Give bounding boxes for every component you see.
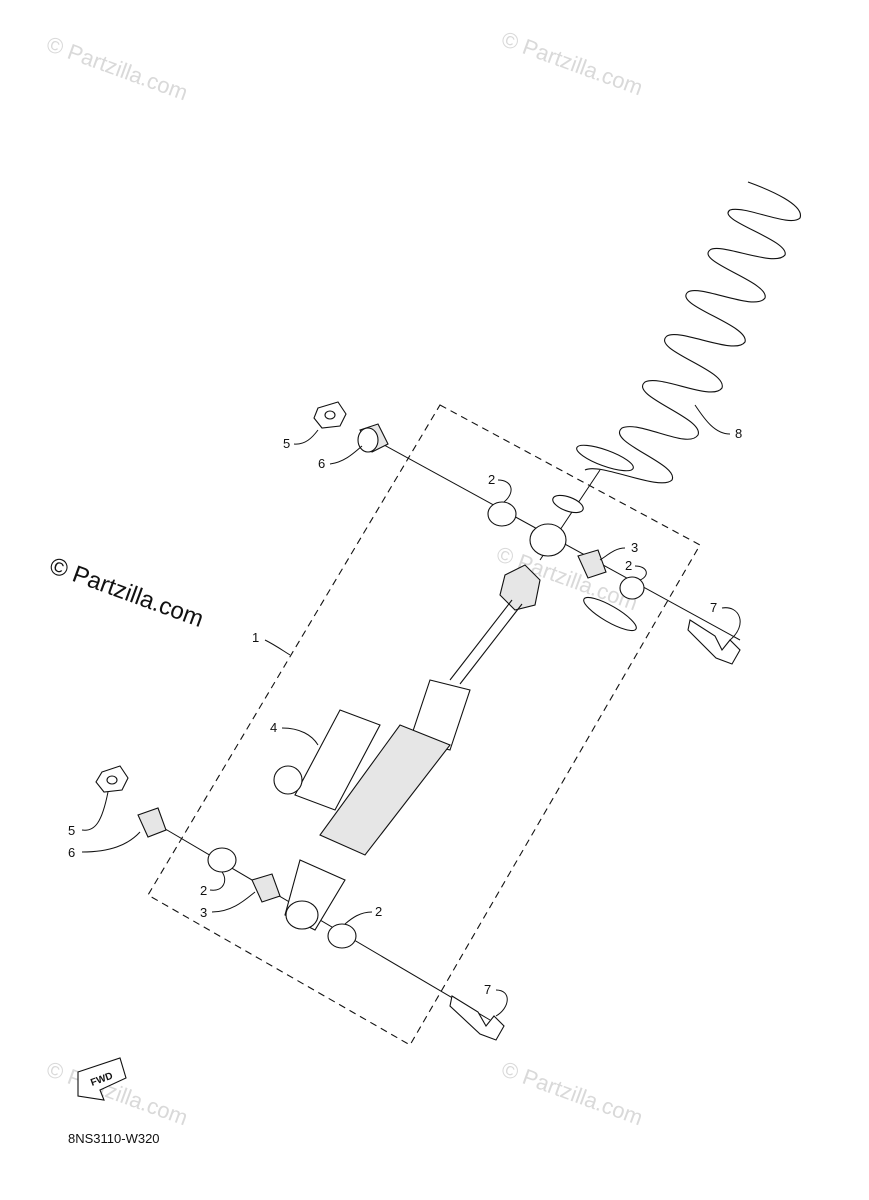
callout-3-lower: 3 bbox=[200, 905, 207, 920]
leader-3a bbox=[599, 547, 626, 561]
spring bbox=[576, 181, 801, 484]
leader-2b bbox=[634, 565, 647, 581]
callout-4: 4 bbox=[270, 720, 277, 735]
leader-1 bbox=[264, 639, 291, 656]
reservoir-cap bbox=[273, 765, 303, 795]
callout-6-upper: 6 bbox=[318, 456, 325, 471]
upper-hardware bbox=[313, 401, 741, 665]
seat-upper-right bbox=[583, 596, 637, 632]
bushing-upper-right bbox=[619, 576, 645, 600]
collar-upper-right bbox=[577, 549, 607, 579]
lower-hardware bbox=[95, 765, 505, 1041]
callout-2-lower-right: 2 bbox=[375, 904, 382, 919]
shaft-right bbox=[459, 603, 523, 685]
leader-2a bbox=[497, 479, 512, 503]
callout-1: 1 bbox=[252, 630, 259, 645]
watermark-bottom-right: © Partzilla.com bbox=[498, 1056, 646, 1130]
callouts: 5 6 2 8 3 2 7 1 4 5 6 2 3 2 7 bbox=[68, 426, 742, 997]
callout-2-lower-left: 2 bbox=[200, 883, 207, 898]
bushing-upper-left bbox=[487, 501, 517, 527]
leader-2d bbox=[344, 911, 373, 925]
collar-lower-mid bbox=[251, 873, 281, 903]
bushing-lower-left bbox=[207, 847, 237, 873]
fwd-arrow-shape bbox=[77, 1057, 127, 1101]
eye-upper bbox=[529, 523, 567, 557]
nut-upper-hole bbox=[324, 410, 336, 420]
bolt-lower bbox=[449, 995, 505, 1041]
leader-5b bbox=[81, 791, 109, 831]
collar-lower bbox=[137, 807, 167, 838]
assembly-boundary bbox=[147, 404, 701, 1046]
leader-8 bbox=[694, 404, 731, 435]
callout-2-upper-right: 2 bbox=[625, 558, 632, 573]
shaft-left bbox=[449, 599, 513, 681]
callout-2-upper: 2 bbox=[488, 472, 495, 487]
leaders bbox=[81, 404, 741, 1017]
collar-upper-end bbox=[357, 427, 379, 453]
spring-coil bbox=[584, 181, 801, 484]
bolt-upper bbox=[687, 619, 741, 665]
shock-absorber bbox=[273, 564, 541, 931]
leader-6b bbox=[81, 831, 141, 853]
callout-7-lower: 7 bbox=[484, 982, 491, 997]
washer-upper bbox=[552, 494, 584, 514]
partzilla-logo: © Partzilla.com bbox=[46, 552, 207, 633]
callout-7-upper: 7 bbox=[710, 600, 717, 615]
bump-stop bbox=[499, 564, 541, 611]
watermark-top-right: © Partzilla.com bbox=[498, 26, 646, 100]
spring-end-seat bbox=[576, 444, 634, 472]
leader-2c bbox=[209, 871, 226, 891]
callout-5-upper: 5 bbox=[283, 436, 290, 451]
leader-7a bbox=[721, 607, 741, 641]
reservoir bbox=[294, 709, 381, 811]
bushing-lower-right bbox=[327, 923, 357, 949]
diagram-code: 8NS3110-W320 bbox=[68, 1131, 160, 1146]
callout-3-upper: 3 bbox=[631, 540, 638, 555]
callout-8: 8 bbox=[735, 426, 742, 441]
callout-5-lower: 5 bbox=[68, 823, 75, 838]
nut-lower-hole bbox=[106, 775, 118, 785]
eye-lower bbox=[285, 900, 319, 930]
callout-6-lower: 6 bbox=[68, 845, 75, 860]
shock-body-upper bbox=[409, 679, 471, 751]
leader-5a bbox=[293, 429, 319, 445]
leader-6a bbox=[329, 445, 363, 465]
leader-4 bbox=[281, 727, 319, 746]
leader-7b bbox=[495, 989, 508, 1017]
fwd-arrow-icon: FWD bbox=[77, 1057, 127, 1101]
shock-body-ribbed bbox=[319, 724, 451, 856]
watermark-top-left: © Partzilla.com bbox=[43, 31, 191, 105]
leader-3b bbox=[211, 891, 256, 913]
watermarks: © Partzilla.com © Partzilla.com © Partzi… bbox=[43, 26, 646, 1130]
